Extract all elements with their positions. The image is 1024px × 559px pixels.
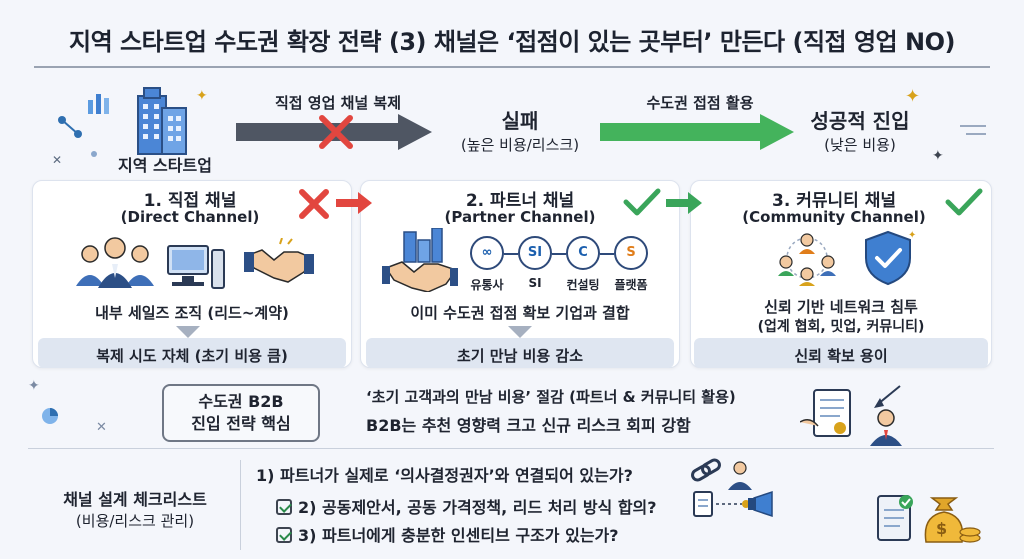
arrow1-label: 직접 영업 채널 복제 xyxy=(274,94,402,112)
fail-x-icon xyxy=(299,189,329,219)
fail-label: 실패 xyxy=(501,109,539,133)
partner-label: 유통사 xyxy=(470,278,504,292)
platform-icon: S xyxy=(614,236,648,270)
core-strategy-box: 수도권 B2B 진입 전략 핵심 xyxy=(162,384,320,442)
contract-person-icon xyxy=(800,385,902,446)
channel-title: 1. 직접 채널 xyxy=(143,191,237,211)
vertical-divider xyxy=(240,460,241,550)
fail-x-icon xyxy=(319,115,353,149)
core-line-2: 진입 전략 핵심 xyxy=(191,414,291,433)
partner-label: 컨설팅 xyxy=(566,278,600,292)
section-divider xyxy=(28,448,994,449)
ok-check-icon xyxy=(945,188,983,216)
channel-subtitle: (Partner Channel) xyxy=(444,208,596,226)
checklist-sublabel: (비용/리스크 관리) xyxy=(75,512,195,530)
document-check-icon xyxy=(877,495,913,541)
pie-chart-icon xyxy=(42,408,58,424)
svg-text:✕: ✕ xyxy=(52,153,62,167)
success-sub: (낮은 비용) xyxy=(824,136,896,154)
chain-link-icon xyxy=(691,458,752,490)
partner-label: SI xyxy=(528,276,542,290)
channel-title: 2. 파트너 채널 xyxy=(465,191,575,211)
arrow2-label: 수도권 접점 활용 xyxy=(646,94,754,112)
building-icon xyxy=(137,87,187,155)
sparkle-icon: ✦ xyxy=(905,86,921,107)
svg-text:$: $ xyxy=(936,519,947,538)
checklist-item-text: 1) 파트너가 실제로 ‘의사결정권자’와 연결되어 있는가? xyxy=(256,466,633,485)
community-icon xyxy=(778,233,836,286)
channel-subtitle: (Direct Channel) xyxy=(120,208,260,226)
checkbox-icon xyxy=(276,527,292,543)
sparkle-icon: ✦ xyxy=(196,88,208,104)
consulting-icon: C xyxy=(566,236,600,270)
core-line-1: 수도권 B2B xyxy=(198,392,284,411)
sparkle-icon: ✦ xyxy=(932,148,944,164)
page-title: 지역 스타트업 수도권 확장 전략 (3) 채널은 ‘접점이 있는 곳부터’ 만… xyxy=(69,28,955,56)
checklist-item: 3) 파트너에게 충분한 인센티브 구조가 있는가? xyxy=(276,522,619,546)
channel-description: 내부 세일즈 조직 (리드~계약) xyxy=(95,304,289,322)
checklist-label: 채널 설계 체크리스트 xyxy=(63,490,207,509)
core-point-2: B2B는 추천 영향력 크고 신규 리스크 회피 강함 xyxy=(366,416,691,435)
partner-connector xyxy=(504,253,614,255)
green-arrow-icon xyxy=(666,192,702,214)
core-point-1: ‘초기 고객과의 만남 비용’ 절감 (파트너 & 커뮤니티 활용) xyxy=(366,388,736,406)
sparkle-icon: ✕ xyxy=(96,420,107,435)
channel-subtitle: (Community Channel) xyxy=(742,208,926,226)
si-icon: SI xyxy=(518,236,552,270)
red-arrow-icon xyxy=(336,192,372,214)
checklist-item-text: 2) 공동제안서, 공동 가격정책, 리드 처리 방식 합의? xyxy=(298,498,657,517)
channel-footer: 초기 만남 비용 감소 xyxy=(366,338,674,368)
channel-footer: 신뢰 확보 용이 xyxy=(694,338,988,368)
success-label: 성공적 진입 xyxy=(810,109,910,133)
channel-title: 3. 커뮤니티 채널 xyxy=(772,191,896,211)
partner-label: 플랫폼 xyxy=(614,278,648,292)
checkbox-icon xyxy=(276,499,292,515)
channel-description: 이미 수도권 접점 확보 기업과 결합 xyxy=(410,304,630,322)
computer-icon xyxy=(167,245,225,289)
network-chart-icon: ✕ xyxy=(52,94,109,167)
checklist-item: 2) 공동제안서, 공동 가격정책, 리드 처리 방식 합의? xyxy=(276,494,657,518)
contact-arrow xyxy=(600,114,794,150)
partner-handshake-icon xyxy=(382,228,458,292)
distributor-icon: ∞ xyxy=(470,236,504,270)
fail-sub: (높은 비용/리스크) xyxy=(460,136,580,154)
channel-description: 신뢰 기반 네트워크 침투 xyxy=(764,298,918,316)
title-divider xyxy=(34,66,990,68)
svg-text:✦: ✦ xyxy=(908,230,916,241)
shield-check-icon: ✦ xyxy=(865,230,916,286)
speed-lines-icon xyxy=(960,125,986,135)
sparkle-icon: ✦ xyxy=(28,378,40,394)
sales-team-icon xyxy=(76,237,154,288)
down-triangle-icon xyxy=(176,326,200,338)
money-bag-icon: $ xyxy=(924,497,981,543)
start-label: 지역 스타트업 xyxy=(118,156,212,175)
down-triangle-icon xyxy=(508,326,532,338)
channel-description-2: (업계 협회, 밋업, 커뮤니티) xyxy=(757,319,925,335)
channel-footer: 복제 시도 자체 (초기 비용 큼) xyxy=(38,338,346,368)
checklist-item: 1) 파트너가 실제로 ‘의사결정권자’와 연결되어 있는가? xyxy=(256,462,633,486)
ok-check-icon xyxy=(623,188,661,216)
handshake-icon xyxy=(244,238,314,283)
checklist-item-text: 3) 파트너에게 충분한 인센티브 구조가 있는가? xyxy=(298,526,619,545)
proposal-megaphone-icon xyxy=(693,490,773,518)
community-channel-panel xyxy=(690,180,992,368)
